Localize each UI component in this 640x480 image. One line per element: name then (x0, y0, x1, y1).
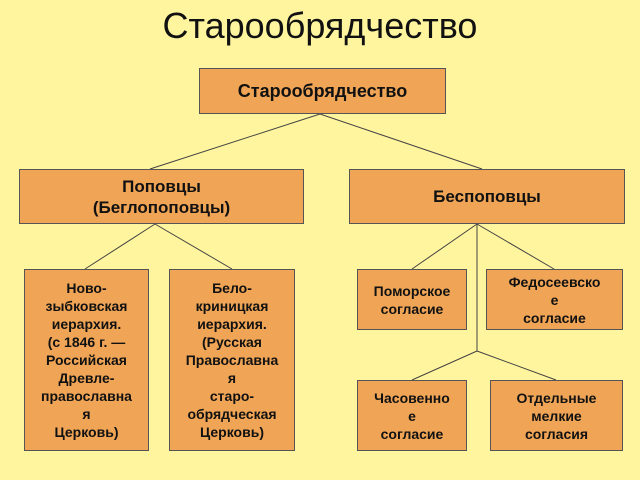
connector-popovtsy-belokrin (154, 223, 233, 270)
node-bespopovtsy: Беспоповцы (349, 169, 625, 224)
node-staroobryadchestvo: Старообрядчество (199, 68, 446, 114)
node-belokrinitskaya-ierarkhiya: Бело- криницкая иерархия. (Русская Право… (169, 269, 295, 451)
node-otdelnye-soglasiya: Отдельные мелкие согласия (490, 380, 623, 451)
node-chasovennoe-soglasie: Часовенно е согласие (357, 380, 467, 451)
node-pomorskoe-soglasie: Поморское согласие (357, 269, 467, 330)
connector-trunk-otdelnye (476, 350, 557, 381)
connector-trunk-chasovennoe (411, 350, 478, 381)
node-popovtsy: Поповцы (Беглопоповцы) (19, 169, 304, 224)
page-title: Старообрядчество (162, 5, 478, 46)
connector-popovtsy-novozyb (84, 223, 156, 270)
connector-bespopovtsy-fedoseev (476, 223, 555, 270)
connector-bespopovtsy-pomorskoe (411, 223, 478, 270)
node-novozybkovskaya-ierarkhiya: Ново- зыбковская иерархия. (с 1846 г. — … (24, 269, 149, 451)
connector-root-popovtsy (149, 113, 321, 170)
node-fedoseevskoe-soglasie: Федосеевско е согласие (486, 269, 623, 330)
connector-root-bespopovtsy (319, 113, 483, 170)
